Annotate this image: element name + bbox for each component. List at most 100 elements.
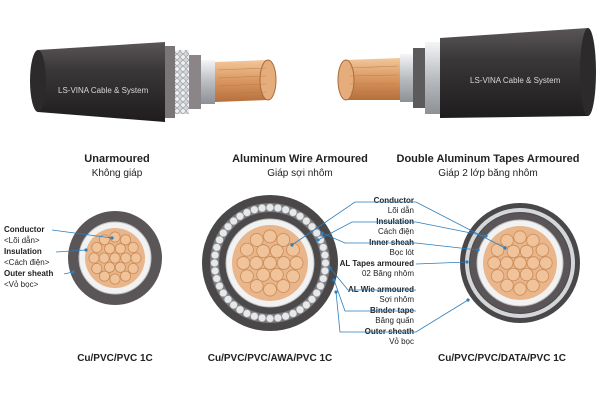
right-cable-conductor-face xyxy=(337,59,355,101)
center-labels: Conductor Lõi dẫn Insulation Cách điện I… xyxy=(340,196,415,346)
left-cross-section xyxy=(68,211,162,305)
armour-wire xyxy=(229,300,238,310)
center-label-outer-sheath: Outer sheath xyxy=(365,327,414,336)
type-1-subtitle: Không giáp xyxy=(92,168,143,179)
conductor-strand xyxy=(249,256,264,270)
armour-wire xyxy=(210,258,219,268)
armour-wire xyxy=(219,288,228,298)
armour-wire xyxy=(215,281,224,291)
armour-wire xyxy=(235,212,245,221)
conductor-strand xyxy=(286,269,300,284)
conductor-strand xyxy=(506,244,521,259)
left-cable-conductor xyxy=(215,60,268,102)
conductor-strand xyxy=(240,269,254,284)
armour-wire xyxy=(257,313,267,323)
conductor-strand xyxy=(130,252,142,264)
left-labels: Conductor <Lõi dẫn> Insulation <Cách điệ… xyxy=(4,225,114,289)
right-cable-illustration: LS-VINA Cable & System xyxy=(337,28,596,118)
conductor-strand xyxy=(289,256,304,270)
right-cable-end-cap xyxy=(580,28,596,116)
center-label-al-wire-vi: Sợi nhôm xyxy=(379,295,414,304)
left-label-insulation-vi: <Cách điện> xyxy=(4,258,50,267)
conductor-strand xyxy=(104,243,116,255)
conductor-strand xyxy=(535,269,550,283)
armour-wire xyxy=(212,274,221,283)
conductor-strand xyxy=(91,262,103,274)
armour-wire xyxy=(273,203,283,213)
conductor-strand xyxy=(269,267,284,282)
conductor-strand xyxy=(127,262,139,274)
center-section-strands xyxy=(236,229,304,297)
conductor-strand xyxy=(490,269,505,283)
center-label-conductor-vi: Lõi dẫn xyxy=(388,206,414,215)
left-cable-brand: LS-VINA Cable & System xyxy=(58,86,149,95)
type-2-title: Aluminum Wire Armoured xyxy=(232,153,368,165)
center-label-al-wire: AL Wie armoured xyxy=(348,285,414,294)
center-label-inner-sheath: Inner sheah xyxy=(369,238,414,247)
armour-wire xyxy=(250,205,259,214)
conductor-strand xyxy=(120,252,132,264)
armour-wire xyxy=(295,305,305,314)
armour-wire xyxy=(320,266,330,276)
conductor-strand xyxy=(236,256,251,270)
armour-wire xyxy=(235,305,245,314)
conductor-strand xyxy=(240,242,254,257)
armour-wire xyxy=(223,295,233,304)
armour-wire xyxy=(250,312,259,321)
conductor-strand xyxy=(99,270,111,282)
conductor-strand xyxy=(513,282,527,296)
conductor-strand xyxy=(269,244,284,259)
type-3-subtitle: Giáp 2 lớp băng nhôm xyxy=(438,168,537,179)
conductor-strand xyxy=(256,267,271,282)
armour-wire xyxy=(295,212,305,221)
right-cable-aluminum-tapes xyxy=(425,42,440,114)
conductor-strand xyxy=(526,278,540,293)
armour-wire xyxy=(281,205,290,214)
conductor-strand xyxy=(519,244,534,259)
armour-wire xyxy=(257,203,267,213)
armour-wire xyxy=(319,274,328,283)
conductor-strand xyxy=(114,261,126,273)
conductor-strand xyxy=(526,256,541,270)
left-cable-binder xyxy=(189,55,201,109)
center-label-conductor: Conductor xyxy=(374,196,414,205)
conductor-strand xyxy=(104,261,116,273)
center-label-binder-tape-vi: Băng quấn xyxy=(375,316,414,325)
left-label-conductor: Conductor xyxy=(4,225,44,234)
conductor-strand xyxy=(256,244,271,259)
armour-wire xyxy=(212,243,221,252)
center-label-insulation: Insulation xyxy=(376,217,414,226)
conductor-strand xyxy=(263,256,277,270)
armour-wire xyxy=(312,288,321,298)
right-cable-outer-sheath xyxy=(440,28,588,118)
center-label-al-tapes-vi: 02 Băng nhôm xyxy=(362,269,414,278)
armour-wire xyxy=(281,312,290,321)
center-label-binder-tape: Binder tape xyxy=(370,306,415,315)
armour-wire xyxy=(316,281,325,291)
right-section-strands xyxy=(487,230,553,296)
left-cable-wire-armour xyxy=(175,50,189,114)
conductor-strand xyxy=(276,256,291,270)
armour-wire xyxy=(210,266,220,276)
left-label-insulation: Insulation xyxy=(4,247,42,256)
conductor-strand xyxy=(487,256,501,270)
conductor-strand xyxy=(120,270,132,282)
left-cable-end-cap xyxy=(30,50,46,112)
conductor-strand xyxy=(249,279,264,293)
center-label-al-tapes: AL Tapes armoured xyxy=(340,259,415,268)
conductor-strand xyxy=(109,231,121,243)
center-section-wire-armour xyxy=(210,203,330,323)
left-cable-inner-sheath xyxy=(165,46,175,118)
right-cable-conductor xyxy=(346,58,400,100)
armour-wire xyxy=(307,295,317,304)
conductor-strand xyxy=(519,267,534,282)
armour-wire xyxy=(242,309,252,318)
armour-wire xyxy=(302,300,311,310)
type-2-subtitle: Giáp sợi nhôm xyxy=(267,168,332,179)
conductor-strand xyxy=(263,282,277,297)
armour-wire xyxy=(265,314,275,323)
type-3-title: Double Aluminum Tapes Armoured xyxy=(397,153,580,165)
type-3-code: Cu/PVC/PVC/DATA/PVC 1C xyxy=(438,353,566,364)
conductor-strand xyxy=(98,252,110,264)
conductor-strand xyxy=(490,243,505,257)
